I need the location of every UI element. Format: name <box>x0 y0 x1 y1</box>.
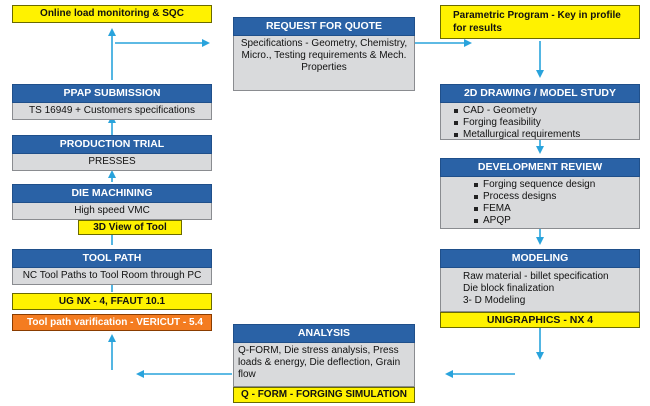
dev-item: Forging sequence design <box>473 179 635 191</box>
modeling-body: Raw material - billet specification Die … <box>440 268 640 312</box>
rfq-title: REQUEST FOR QUOTE <box>233 17 415 36</box>
drawing-item: CAD - Geometry <box>453 105 635 117</box>
ppap-box: PPAP SUBMISSION TS 16949 + Customers spe… <box>12 84 212 120</box>
dev-body: Forging sequence design Process designs … <box>440 177 640 229</box>
toolpath-title: TOOL PATH <box>12 249 212 268</box>
ugnx-box: UG NX - 4, FFAUT 10.1 <box>12 293 212 310</box>
modeling-line: Raw material - billet specification <box>463 271 609 282</box>
toolpath-text: NC Tool Paths to Tool Room through PC <box>12 268 212 285</box>
drawing-list: CAD - Geometry Forging feasibility Metal… <box>453 105 635 141</box>
dev-title: DEVELOPMENT REVIEW <box>440 158 640 177</box>
die-title: DIE MACHINING <box>12 184 212 203</box>
ppap-text: TS 16949 + Customers specifications <box>12 103 212 120</box>
modeling-line: Die block finalization <box>463 283 555 294</box>
rfq-box: REQUEST FOR QUOTE Specifications - Geome… <box>233 17 415 91</box>
ppap-title: PPAP SUBMISSION <box>12 84 212 103</box>
parametric-label: Parametric Program - Key in profile for … <box>453 10 621 34</box>
dev-item: FEMA <box>473 203 635 215</box>
analysis-text: Q-FORM, Die stress analysis, Press loads… <box>233 343 415 387</box>
modeling-title: MODELING <box>440 249 640 268</box>
analysis-box: ANALYSIS Q-FORM, Die stress analysis, Pr… <box>233 324 415 403</box>
drawing-item: Metallurgical requirements <box>453 129 635 141</box>
analysis-software-box: Q - FORM - FORGING SIMULATION <box>233 387 415 403</box>
dev-box: DEVELOPMENT REVIEW Forging sequence desi… <box>440 158 640 229</box>
view3d-label: 3D View of Tool <box>93 222 167 233</box>
analysis-title: ANALYSIS <box>233 324 415 343</box>
modeling-software-box: UNIGRAPHICS - NX 4 <box>440 312 640 328</box>
die-text: High speed VMC <box>12 203 212 220</box>
ugnx-label: UG NX - 4, FFAUT 10.1 <box>58 296 166 307</box>
drawing-box: 2D DRAWING / MODEL STUDY CAD - Geometry … <box>440 84 640 140</box>
toolpath-box: TOOL PATH NC Tool Paths to Tool Room thr… <box>12 249 212 285</box>
rfq-text: Specifications - Geometry, Chemistry, Mi… <box>233 36 415 91</box>
dev-list: Forging sequence design Process designs … <box>473 179 635 227</box>
drawing-body: CAD - Geometry Forging feasibility Metal… <box>440 103 640 140</box>
trial-text: PRESSES <box>12 154 212 171</box>
online-monitoring-box: Online load monitoring & SQC <box>12 5 212 23</box>
view3d-box: 3D View of Tool <box>78 220 182 235</box>
die-box: DIE MACHINING High speed VMC <box>12 184 212 220</box>
trial-box: PRODUCTION TRIAL PRESSES <box>12 135 212 171</box>
modeling-box: MODELING Raw material - billet specifica… <box>440 249 640 328</box>
analysis-software-label: Q - FORM - FORGING SIMULATION <box>241 389 407 400</box>
drawing-title: 2D DRAWING / MODEL STUDY <box>440 84 640 103</box>
online-monitoring-label: Online load monitoring & SQC <box>40 8 184 19</box>
vericut-box: Tool path varification - VERICUT - 5.4 <box>12 314 212 331</box>
modeling-software-label: UNIGRAPHICS - NX 4 <box>486 314 594 326</box>
dev-item: Process designs <box>473 191 635 203</box>
drawing-item: Forging feasibility <box>453 117 635 129</box>
vericut-label: Tool path varification - VERICUT - 5.4 <box>27 317 203 328</box>
trial-title: PRODUCTION TRIAL <box>12 135 212 154</box>
dev-item: APQP <box>473 215 635 227</box>
parametric-box: Parametric Program - Key in profile for … <box>440 5 640 39</box>
modeling-line: 3- D Modeling <box>463 295 526 306</box>
